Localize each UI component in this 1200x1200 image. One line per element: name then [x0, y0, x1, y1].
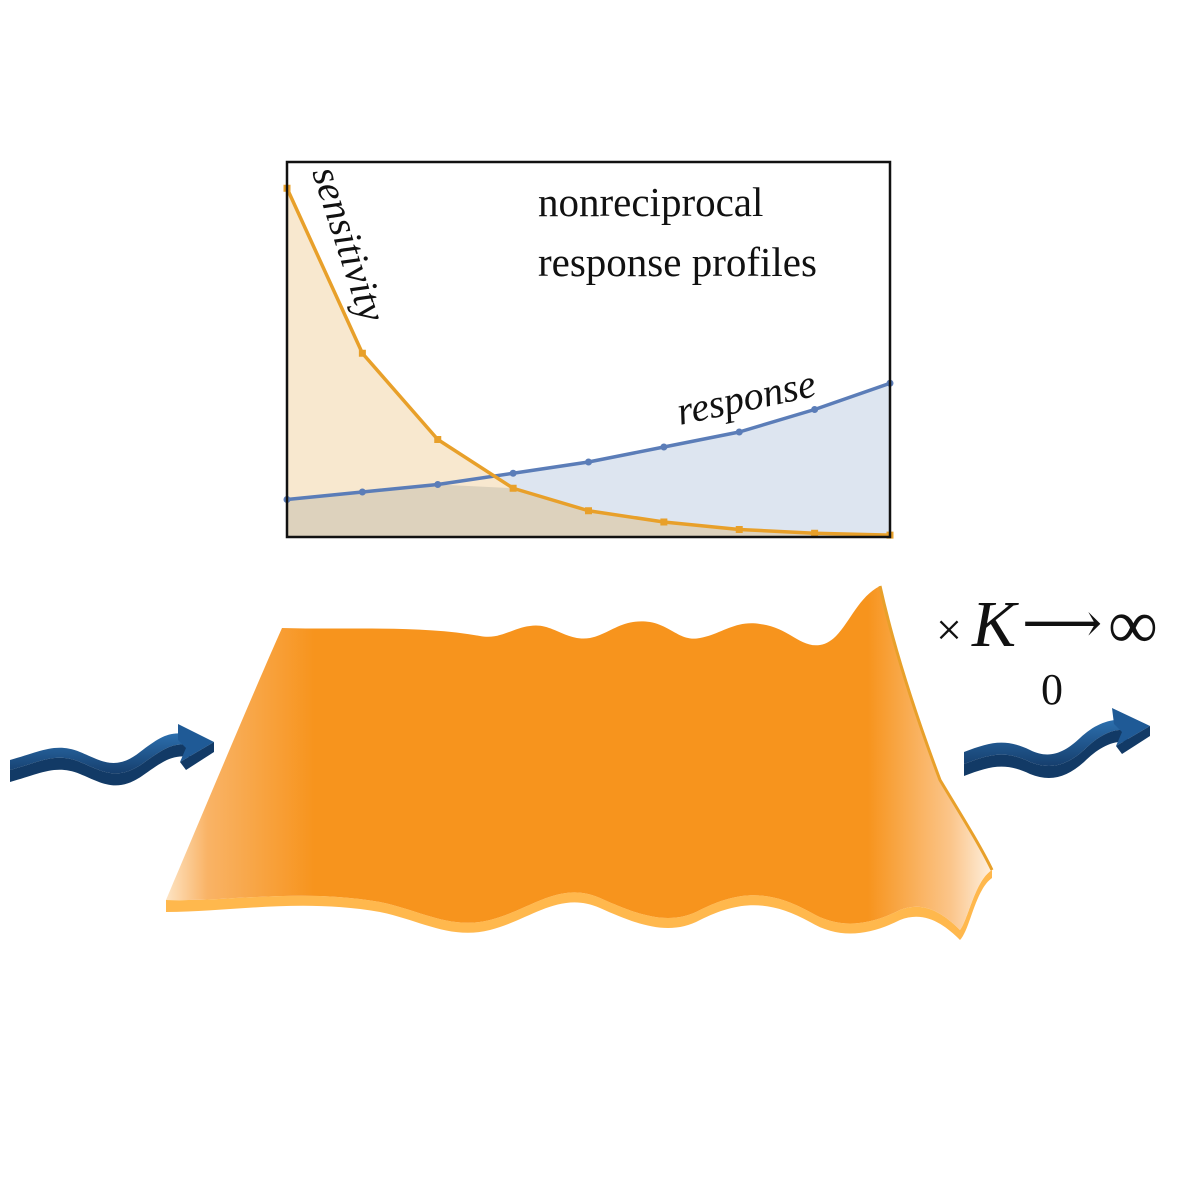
scaling-formula: × K 0 ⟶ ∞	[936, 587, 1158, 714]
incoming-wave-arrow-icon	[10, 724, 214, 786]
response-profiles-inset: nonreciprocal response profiles sensitiv…	[283, 160, 894, 539]
inset-title-line1: nonreciprocal	[538, 179, 763, 225]
chart-plot-area	[283, 184, 894, 539]
inset-frame	[285, 160, 892, 539]
response-point	[660, 443, 668, 451]
response-point	[811, 406, 819, 413]
sensitivity-point	[358, 349, 366, 357]
sensitivity-point	[434, 436, 442, 443]
wavy-sheet	[166, 585, 994, 940]
response-point	[358, 488, 366, 496]
times-sign: ×	[936, 604, 962, 655]
sheet-right-rim	[878, 585, 994, 871]
sensitivity-point	[585, 507, 592, 515]
outgoing-wave-arrow-icon	[964, 708, 1150, 778]
response-point	[434, 481, 442, 488]
response-point	[735, 428, 743, 436]
sensitivity-point	[660, 518, 668, 526]
sensitivity-point	[509, 484, 517, 492]
sheet-bottom-edge	[166, 870, 992, 940]
sensitivity-point	[811, 529, 819, 537]
response-point	[585, 458, 592, 466]
limit-arrow: ⟶	[1022, 593, 1102, 655]
sensitivity-point	[735, 526, 743, 533]
inset-title-line2: response profiles	[538, 239, 817, 285]
infinity-symbol: ∞	[1108, 587, 1158, 664]
response-point	[509, 469, 517, 477]
k-subscript: 0	[1041, 665, 1063, 714]
sheet-surface	[166, 586, 992, 930]
sensitivity-area	[287, 188, 890, 537]
k-symbol: K	[971, 588, 1019, 661]
